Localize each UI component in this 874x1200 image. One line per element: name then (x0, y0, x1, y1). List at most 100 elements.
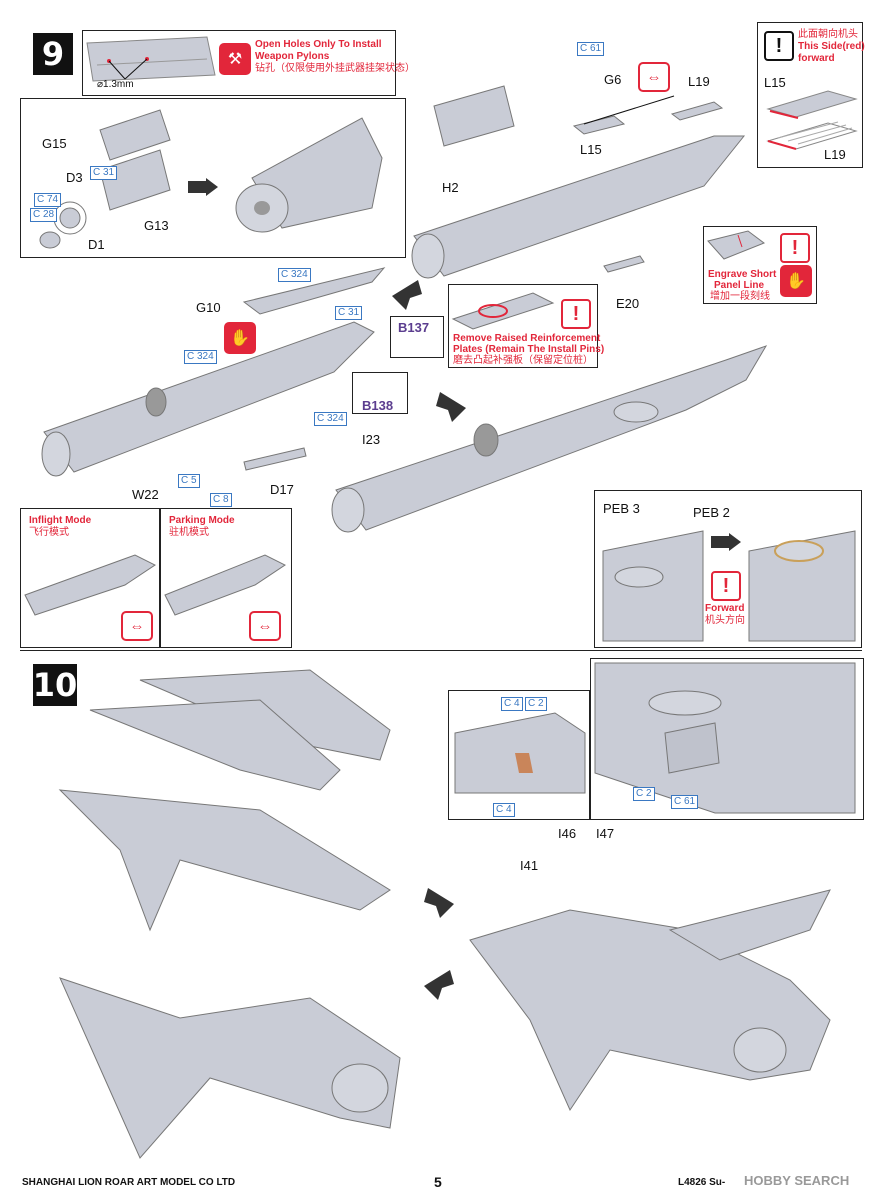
hole-note-box: ⌀1.3mm ⚒ Open Holes Only To Install Weap… (82, 30, 415, 96)
part-c61-step10: C 61 (671, 795, 699, 809)
part-d17: D17 (270, 482, 294, 497)
engrave-note-box: ! ✋ Engrave Short Panel Line 增加一段刻线 (703, 226, 817, 304)
engrave-note-cn: 增加一段刻线 (710, 291, 770, 302)
part-c31b: C 31 (335, 306, 363, 320)
c61-diagram (594, 662, 856, 814)
direction-note-cn: 此面朝向机头 (798, 29, 858, 40)
parking-mode-box: Parking Mode 驻机模式 ⇔ (160, 508, 292, 648)
hand-icon: ✋ (780, 265, 812, 297)
remove-diagram (451, 292, 555, 330)
part-c4b: C 4 (493, 803, 515, 817)
parking-diagram (164, 554, 286, 616)
parking-cn: 驻机模式 (169, 527, 209, 538)
warning-icon-2: ! (561, 299, 591, 329)
inflight-diagram (24, 554, 156, 616)
inflight-mode-box: Inflight Mode 飞行模式 ⇔ (20, 508, 160, 648)
l19-part-diagram (766, 121, 858, 150)
part-c74: C 74 (34, 193, 62, 207)
hole-note-cn: 钻孔（仅限使用外挂武器挂架状态） (255, 63, 415, 74)
part-w22: W22 (132, 487, 159, 502)
part-c61: C 61 (577, 42, 605, 56)
forward-cn: 机头方向 (705, 615, 745, 626)
peb-detail-box: PEB 3 PEB 2 ! Forward 机头方向 (594, 490, 862, 648)
step-10-panel (20, 650, 862, 651)
arrow-down-right-2 (424, 888, 454, 918)
part-c28: C 28 (30, 208, 58, 222)
c4-c2-diagram (454, 712, 586, 794)
direction-l19-label: L19 (824, 147, 846, 162)
engrave-note-en2: Panel Line (714, 280, 765, 291)
part-c324b: C 324 (184, 350, 217, 364)
engrave-diagram (707, 230, 766, 260)
part-c2b: C 2 (633, 787, 655, 801)
direction-note-en2: forward (798, 53, 835, 64)
rear-fuselage-final-diagram (469, 889, 831, 1112)
remove-note-box: ! Remove Raised Reinforcement Plates (Re… (448, 284, 604, 368)
part-g6: G6 (604, 72, 622, 87)
intake-parts-diagram (39, 109, 171, 249)
arrow-down-left-2 (424, 970, 454, 1000)
swap-icon-parking: ⇔ (249, 611, 281, 641)
part-e20: E20 (616, 296, 640, 311)
forward-en: Forward (705, 603, 745, 614)
page-number: 5 (434, 1174, 442, 1190)
remove-note-en1: Remove Raised Reinforcement (453, 333, 601, 344)
part-i46: I46 (558, 826, 577, 841)
swap-icon-inflight: ⇔ (121, 611, 153, 641)
hole-size: ⌀1.3mm (97, 79, 134, 90)
peb-after-diagram (748, 530, 856, 642)
part-c4a: C 4 (501, 697, 523, 711)
part-l19: L19 (688, 74, 710, 89)
part-c5: C 5 (178, 474, 200, 488)
part-c8: C 8 (210, 493, 232, 507)
step-10-number: 10 (32, 664, 78, 706)
hand-icon-2: ✋ (224, 322, 256, 354)
remove-note-en2: Plates (Remain The Install Pins) (453, 344, 605, 355)
b138-detail (352, 372, 408, 414)
part-i23: I23 (362, 432, 381, 447)
rear-fuselage-exploded-diagram (58, 669, 391, 932)
intake-assembled-diagram (235, 117, 383, 233)
parking-en: Parking Mode (169, 515, 235, 526)
warning-icon-3: ! (711, 571, 741, 601)
part-g10: G10 (196, 300, 221, 315)
step-9-number: 9 (33, 33, 73, 75)
part-g15: G15 (42, 136, 67, 151)
exclamation-icon: ! (764, 31, 794, 61)
direction-l15-label: L15 (764, 75, 786, 90)
peb-before-diagram (602, 530, 704, 642)
hole-note-en: Open Holes Only To Install Weapon Pylons (255, 39, 382, 62)
part-c324c: C 324 (314, 412, 347, 426)
warning-icon: ! (780, 233, 810, 263)
l15-part-diagram (766, 90, 858, 119)
direction-note-box: ! 此面朝向机头 This Side(red) forward L15 L19 (757, 22, 865, 168)
part-l15: L15 (580, 142, 602, 157)
b137-detail (390, 316, 444, 358)
drill-icon: ⚒ (219, 43, 251, 75)
arrow-down-right-1 (436, 392, 466, 422)
inflight-en: Inflight Mode (29, 515, 92, 526)
part-d1: D1 (88, 237, 105, 252)
part-c324a: C 324 (278, 268, 311, 282)
part-c2a: C 2 (525, 697, 547, 711)
part-peb3: PEB 3 (603, 501, 640, 516)
direction-note-en1: This Side(red) (798, 41, 865, 52)
footer-product: L4826 Su- (678, 1177, 726, 1188)
fuselage-g10-diagram (41, 267, 386, 477)
c61-detail-box: C 2 C 61 (590, 658, 864, 820)
part-d3: D3 (66, 170, 83, 185)
rear-fuselage-assembled-diagram (59, 977, 401, 1159)
arrow-right-1 (188, 178, 218, 196)
swap-icon: ⇔ (638, 62, 670, 92)
part-i41: I41 (520, 858, 539, 873)
fuselage-final-diagram (331, 345, 768, 533)
part-c31a: C 31 (90, 166, 118, 180)
hole-diagram (86, 36, 216, 82)
arrow-right-2 (711, 533, 741, 551)
watermark: HOBBY SEARCH (744, 1173, 850, 1188)
part-b138: B138 (362, 398, 394, 413)
part-peb2: PEB 2 (693, 505, 730, 520)
footer-company: SHANGHAI LION ROAR ART MODEL CO LTD (22, 1177, 236, 1188)
fuselage-h2-diagram (411, 85, 746, 279)
c4-c2-detail-box: C 4 C 2 C 4 (448, 690, 590, 820)
